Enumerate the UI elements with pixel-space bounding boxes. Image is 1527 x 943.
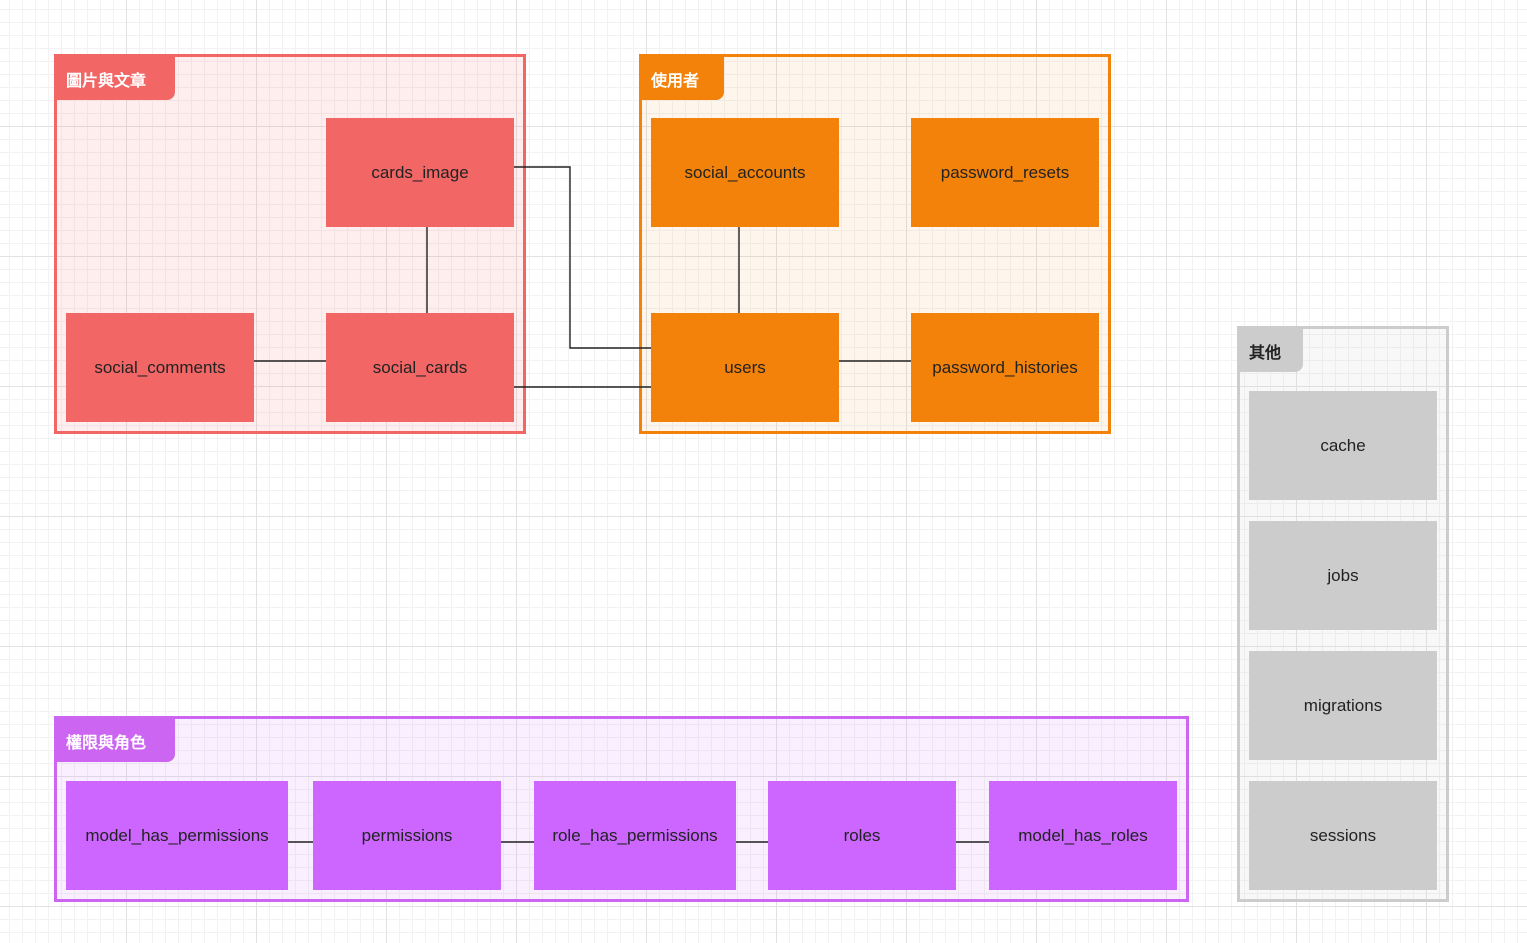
group-label-users: 使用者 <box>642 57 724 100</box>
relation-line-cards-image-to-users <box>514 166 651 349</box>
table-node-social-cards[interactable]: social_cards <box>326 313 514 422</box>
table-node-social-comments[interactable]: social_comments <box>66 313 254 422</box>
table-node-role-has-permissions[interactable]: role_has_permissions <box>534 781 736 890</box>
table-node-jobs[interactable]: jobs <box>1249 521 1437 630</box>
table-node-permissions[interactable]: permissions <box>313 781 501 890</box>
table-node-model-has-permissions[interactable]: model_has_permissions <box>66 781 288 890</box>
table-node-cache[interactable]: cache <box>1249 391 1437 500</box>
table-node-roles[interactable]: roles <box>768 781 956 890</box>
table-node-social-accounts[interactable]: social_accounts <box>651 118 839 227</box>
group-label-permissions: 權限與角色 <box>57 719 175 762</box>
group-label-media: 圖片與文章 <box>57 57 175 100</box>
group-label-other: 其他 <box>1240 329 1303 372</box>
table-node-cards-image[interactable]: cards_image <box>326 118 514 227</box>
table-node-migrations[interactable]: migrations <box>1249 651 1437 760</box>
table-node-model-has-roles[interactable]: model_has_roles <box>989 781 1177 890</box>
table-node-users[interactable]: users <box>651 313 839 422</box>
table-node-sessions[interactable]: sessions <box>1249 781 1437 890</box>
table-node-password-resets[interactable]: password_resets <box>911 118 1099 227</box>
table-node-password-histories[interactable]: password_histories <box>911 313 1099 422</box>
